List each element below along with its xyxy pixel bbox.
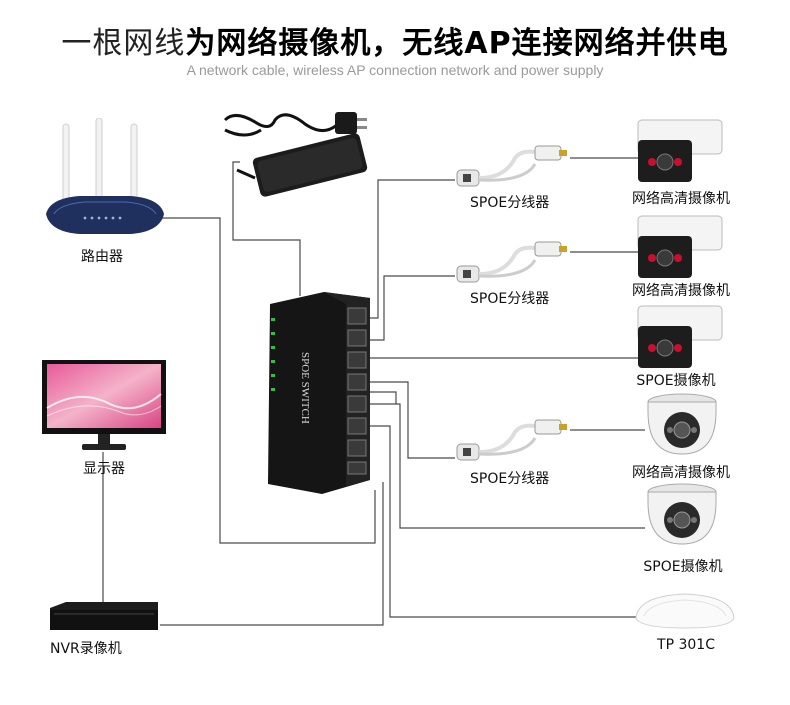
spoe-switch: SPOE SWITCH xyxy=(268,292,370,494)
page-subtitle: A network cable, wireless AP connection … xyxy=(186,62,604,78)
splitter-4-label: SPOE分线器 xyxy=(470,471,550,487)
ap-label: TP 301C xyxy=(657,637,715,653)
title-light: 一根网线 xyxy=(61,26,186,61)
camera-1-label: 网络高清摄像机 xyxy=(632,191,730,207)
splitter-2-label: SPOE分线器 xyxy=(470,291,550,307)
wire-port-ap xyxy=(368,425,636,618)
camera-4 xyxy=(647,393,717,455)
wire-port-4 xyxy=(368,381,455,459)
title-bold: 为网络摄像机，无线AP连接网络并供电 xyxy=(185,26,729,61)
wire-power xyxy=(232,161,301,296)
splitter-2 xyxy=(456,241,567,283)
nvr-label: NVR录像机 xyxy=(50,641,122,657)
wire-port-extra xyxy=(368,391,397,404)
camera-5-label: SPOE摄像机 xyxy=(643,559,723,575)
splitter-1-label: SPOE分线器 xyxy=(470,195,550,211)
camera-4-label: 网络高清摄像机 xyxy=(632,465,730,481)
splitter-4 xyxy=(456,419,567,461)
router-device xyxy=(46,118,164,234)
monitor-label: 显示器 xyxy=(83,461,125,477)
wire-nvr xyxy=(160,482,384,626)
wire-port-5 xyxy=(368,403,645,529)
camera-2-label: 网络高清摄像机 xyxy=(632,283,730,299)
power-adapter xyxy=(223,112,368,197)
camera-5 xyxy=(647,483,717,545)
camera-1 xyxy=(637,119,723,182)
page-title: 一根网线为网络摄像机，无线AP连接网络并供电 xyxy=(0,26,790,62)
camera-2 xyxy=(637,215,723,278)
switch-label: SPOE SWITCH xyxy=(299,352,311,424)
router-label: 路由器 xyxy=(81,249,123,265)
wire-port-1 xyxy=(368,179,455,319)
camera-3 xyxy=(637,305,723,368)
wire-router xyxy=(160,217,376,544)
wireless-ap xyxy=(635,593,735,629)
switch-ports xyxy=(347,307,367,475)
wire-port-2 xyxy=(368,275,455,341)
monitor-device xyxy=(42,360,166,450)
nvr-device xyxy=(50,602,158,630)
splitter-1 xyxy=(456,145,567,187)
camera-3-label: SPOE摄像机 xyxy=(636,373,716,389)
